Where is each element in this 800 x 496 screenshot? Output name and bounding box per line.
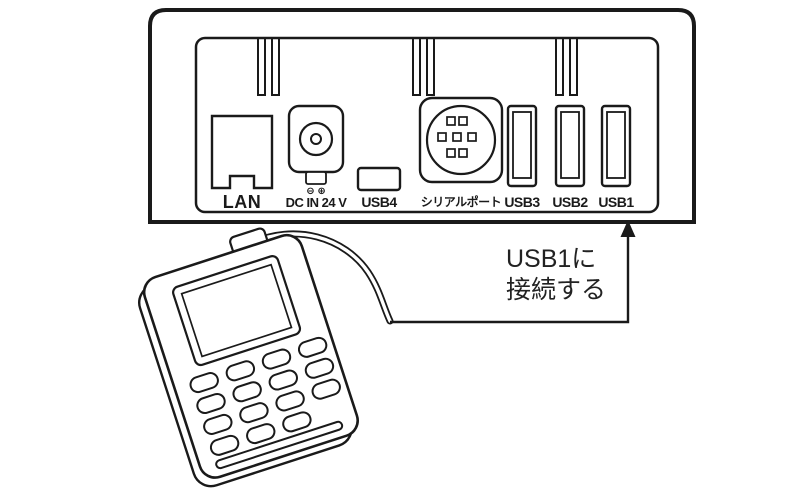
lan-label: LAN bbox=[223, 192, 262, 212]
lan-port: LAN bbox=[210, 114, 274, 212]
lan-jack-icon bbox=[210, 114, 274, 190]
usb3-label: USB3 bbox=[504, 194, 540, 210]
annotation-line2: 接続する bbox=[506, 276, 606, 304]
annotation-line1: USB1に bbox=[506, 245, 596, 273]
usb2-port: USB2 bbox=[552, 104, 589, 210]
usb4-jack-icon bbox=[356, 166, 402, 192]
dc-jack-pin-icon bbox=[310, 133, 322, 145]
usb1-tongue-icon bbox=[606, 111, 626, 179]
usb4-label: USB4 bbox=[361, 194, 397, 210]
card-slot-icon bbox=[215, 420, 344, 470]
dc-label: DC IN 24 V bbox=[286, 195, 348, 210]
usb2-label: USB2 bbox=[552, 194, 588, 210]
usb2-jack-icon bbox=[554, 104, 586, 188]
dc-plug-icon bbox=[305, 171, 327, 185]
usb1-port: USB1 bbox=[598, 104, 635, 210]
usb4-port: USB4 bbox=[356, 166, 402, 210]
serial-barrel-icon bbox=[425, 104, 497, 176]
connection-arrow bbox=[390, 220, 636, 324]
dc-power-jack: ⊖ ⊕ DC IN 24 V bbox=[286, 104, 348, 210]
arrow-line bbox=[390, 234, 630, 324]
serial-port: シリアルポート bbox=[418, 96, 504, 209]
usb1-label: USB1 bbox=[598, 194, 634, 210]
annotation-text: USB1に 接続する bbox=[506, 245, 606, 304]
usb1-jack-icon bbox=[600, 104, 632, 188]
usb2-tongue-icon bbox=[560, 111, 580, 179]
dc-jack-housing bbox=[287, 104, 345, 174]
dc-polarity-symbol: ⊖ ⊕ bbox=[306, 186, 326, 197]
usb3-tongue-icon bbox=[512, 111, 532, 179]
dc-jack-barrel-icon bbox=[298, 121, 334, 157]
device-back-panel: LAN ⊖ ⊕ DC IN 24 V USB4 bbox=[148, 8, 696, 224]
vent-ribs bbox=[257, 39, 578, 96]
serial-pins-icon bbox=[437, 116, 477, 158]
screen-bezel bbox=[172, 255, 302, 367]
terminal-screen bbox=[172, 255, 302, 367]
card-terminal bbox=[138, 227, 359, 488]
usb3-port: USB3 bbox=[504, 104, 541, 210]
arrow-head-icon bbox=[620, 220, 636, 237]
usb3-jack-icon bbox=[506, 104, 538, 188]
serial-label: シリアルポート bbox=[421, 194, 501, 209]
screen-display bbox=[180, 263, 293, 358]
terminal-keypad bbox=[189, 336, 341, 456]
